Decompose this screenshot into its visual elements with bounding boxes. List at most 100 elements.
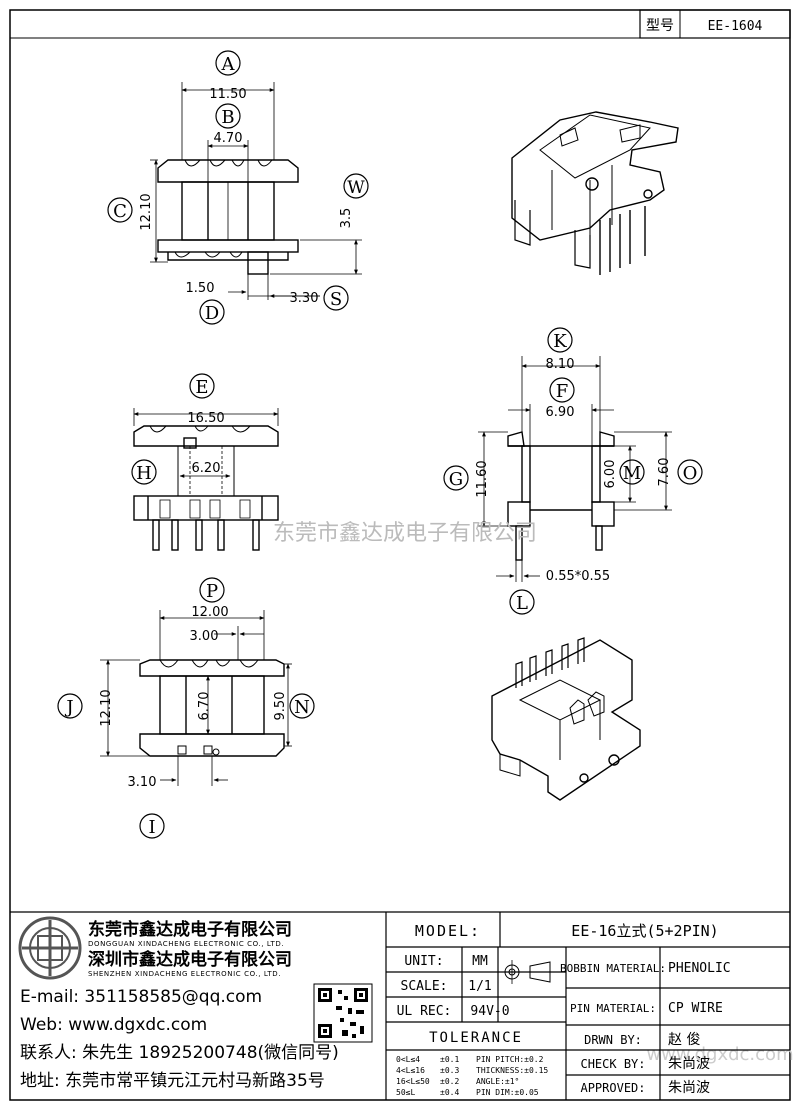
dim-I: 3.10 bbox=[128, 775, 157, 790]
company-web: Web: www.dgxdc.com bbox=[20, 1015, 207, 1035]
dim-H: 6.20 bbox=[192, 461, 221, 476]
isometric-view-bottom bbox=[491, 637, 641, 801]
check-value: 朱尚波 bbox=[668, 1056, 710, 1072]
dim-J: 12.10 bbox=[99, 689, 114, 726]
middle-view-labels: E 16.50 H 6.20 bbox=[131, 373, 225, 485]
label-L: L bbox=[516, 593, 528, 614]
dim-M: 6.00 bbox=[603, 460, 618, 489]
dim-G: 11.60 bbox=[475, 460, 490, 497]
pin-value: CP WIRE bbox=[668, 1001, 723, 1016]
top-view-dimensions bbox=[150, 82, 362, 300]
label-J: J bbox=[64, 697, 73, 718]
label-C: C bbox=[113, 201, 127, 222]
bottom-view-dimensions bbox=[100, 610, 292, 786]
watermark-web: www.dgxdc.com bbox=[646, 1044, 793, 1065]
ulrec-label: UL REC: bbox=[397, 1004, 452, 1019]
svg-text:THICKNESS:±0.15: THICKNESS:±0.15 bbox=[476, 1066, 548, 1075]
drwn-label: DRWN BY: bbox=[584, 1033, 642, 1047]
tolerance-table: 0<L≤4 ±0.1 PIN PITCH:±0.2 4<L≤16 ±0.3 TH… bbox=[396, 1055, 548, 1097]
label-I: I bbox=[148, 817, 155, 838]
company-logo bbox=[18, 916, 82, 980]
sheet-border bbox=[9, 9, 791, 1101]
dim-E: 16.50 bbox=[187, 411, 224, 426]
dim-K: 8.10 bbox=[546, 357, 575, 372]
side-view bbox=[507, 431, 615, 561]
dim-I-inner: 6.70 bbox=[197, 692, 212, 721]
type-box: 型号 EE-1604 bbox=[639, 9, 791, 39]
label-S: S bbox=[330, 289, 342, 310]
label-B: B bbox=[221, 107, 234, 128]
label-G: G bbox=[449, 469, 463, 490]
dim-D: 1.50 bbox=[186, 281, 215, 296]
isometric-view-top bbox=[511, 111, 679, 275]
unit-value: MM bbox=[472, 954, 488, 969]
svg-text:±0.3: ±0.3 bbox=[440, 1066, 459, 1075]
label-N: N bbox=[294, 697, 310, 718]
label-M: M bbox=[623, 463, 641, 484]
dim-P2: 3.00 bbox=[190, 629, 219, 644]
svg-text:4<L≤16: 4<L≤16 bbox=[396, 1066, 425, 1075]
approved-label: APPROVED: bbox=[580, 1081, 645, 1095]
svg-text:PIN PITCH:±0.2: PIN PITCH:±0.2 bbox=[476, 1055, 544, 1064]
tolerance-label: TOLERANCE bbox=[429, 1030, 523, 1046]
type-value: EE-1604 bbox=[708, 19, 763, 34]
svg-text:±0.2: ±0.2 bbox=[440, 1077, 459, 1086]
label-F: F bbox=[556, 381, 569, 402]
scale-value: 1/1 bbox=[468, 979, 491, 994]
dim-F: 6.90 bbox=[546, 405, 575, 420]
dim-B: 4.70 bbox=[214, 131, 243, 146]
label-O: O bbox=[683, 463, 698, 484]
svg-text:±0.4: ±0.4 bbox=[440, 1088, 459, 1097]
approved-value: 朱尚波 bbox=[668, 1080, 710, 1096]
company-name-en-2: SHENZHEN XINDACHENG ELECTRONIC CO., LTD. bbox=[88, 970, 281, 978]
scale-label: SCALE: bbox=[401, 979, 448, 994]
svg-text:±0.1: ±0.1 bbox=[440, 1055, 459, 1064]
middle-view-dimensions bbox=[133, 408, 279, 478]
svg-text:50≤L: 50≤L bbox=[396, 1088, 415, 1097]
top-view bbox=[157, 159, 299, 275]
company-name-cn-2: 深圳市鑫达成电子有限公司 bbox=[88, 949, 292, 970]
check-label: CHECK BY: bbox=[580, 1057, 645, 1071]
dim-O: 7.60 bbox=[657, 458, 672, 487]
drwn-value: 赵 俊 bbox=[668, 1032, 700, 1048]
svg-text:PIN DIM:±0.05: PIN DIM:±0.05 bbox=[476, 1088, 539, 1097]
company-email: E-mail: 351158585@qq.com bbox=[20, 987, 262, 1007]
label-H: H bbox=[136, 463, 152, 484]
bottom-view-labels: P 12.00 3.00 J 12.10 6.70 9.50 N 3.10 I bbox=[57, 577, 315, 839]
dim-L: 0.55*0.55 bbox=[546, 569, 610, 584]
title-block bbox=[10, 911, 790, 1100]
dim-S: 3.30 bbox=[290, 291, 319, 306]
dim-C: 12.10 bbox=[139, 193, 154, 230]
dim-A: 11.50 bbox=[209, 87, 246, 102]
top-view-labels: A 11.50 B 4.70 C 12.10 W 3.5 1.50 D 3.30… bbox=[107, 50, 369, 325]
dim-P: 12.00 bbox=[191, 605, 228, 620]
bottom-view bbox=[139, 659, 285, 757]
company-name-en-1: DONGGUAN XINDACHENG ELECTRONIC CO., LTD. bbox=[88, 940, 284, 948]
company-contact: 联系人: 朱先生 18925200748(微信同号) bbox=[20, 1043, 339, 1063]
company-name-cn-1: 东莞市鑫达成电子有限公司 bbox=[88, 919, 292, 940]
dim-W: 3.5 bbox=[339, 208, 354, 229]
bobbin-label: BOBBIN MATERIAL: bbox=[560, 962, 666, 975]
unit-label: UNIT: bbox=[404, 954, 443, 969]
label-D: D bbox=[205, 303, 219, 324]
label-W: W bbox=[347, 178, 365, 198]
bobbin-value: PHENOLIC bbox=[668, 961, 731, 976]
ulrec-value: 94V-0 bbox=[470, 1004, 509, 1019]
svg-text:16<L≤50: 16<L≤50 bbox=[396, 1077, 430, 1086]
label-K: K bbox=[553, 331, 567, 352]
model-label: MODEL: bbox=[415, 922, 481, 940]
svg-text:ANGLE:±1°: ANGLE:±1° bbox=[476, 1077, 519, 1086]
svg-text:0<L≤4: 0<L≤4 bbox=[396, 1055, 420, 1064]
qr-code bbox=[313, 983, 373, 1043]
type-label: 型号 bbox=[646, 18, 674, 34]
company-address: 地址: 东莞市常平镇元江元村马新路35号 bbox=[20, 1071, 325, 1091]
middle-view bbox=[133, 425, 279, 551]
pin-label: PIN MATERIAL: bbox=[570, 1002, 656, 1015]
watermark-company: 东莞市鑫达成电子有限公司 bbox=[273, 521, 537, 546]
side-view-labels: K 8.10 F 6.90 G 11.60 6.00 M 7.60 O 0.55… bbox=[443, 327, 703, 615]
label-E: E bbox=[195, 377, 208, 398]
label-A: A bbox=[221, 54, 236, 75]
label-P: P bbox=[206, 581, 218, 602]
dim-N: 9.50 bbox=[273, 692, 288, 721]
